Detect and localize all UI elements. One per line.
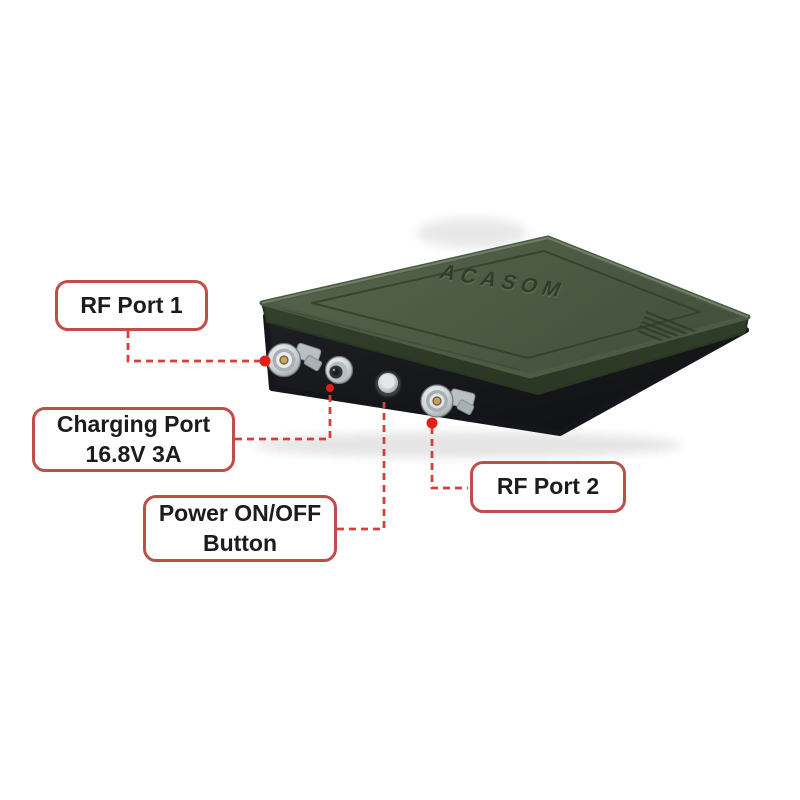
callout-charging-port-label-line1: Charging Port — [56, 411, 211, 438]
power-button — [374, 370, 402, 398]
callout-rf-port-2-label: RF Port 2 — [496, 473, 600, 500]
leader-power-button — [337, 402, 386, 531]
rf-port-1-connector — [266, 342, 323, 378]
callout-rf-port-2: RF Port 2 — [470, 461, 626, 513]
callout-charging-port: Charging Port 16.8V 3A — [32, 407, 235, 472]
callout-power-button: Power ON/OFF Button — [143, 495, 337, 562]
callout-rf-port-1: RF Port 1 — [55, 280, 208, 331]
callout-rf-port-1-label: RF Port 1 — [80, 291, 183, 318]
endpoint-dot-rf-port-2 — [426, 417, 438, 429]
callout-power-button-label-line1: Power ON/OFF — [158, 500, 322, 527]
background-smudge — [417, 218, 527, 248]
callout-power-button-label-line2: Button — [202, 529, 278, 556]
endpoint-dot-rf-port-1 — [259, 355, 271, 367]
callout-charging-port-label-line2: 16.8V 3A — [85, 440, 182, 467]
leader-rf-port-2 — [430, 427, 468, 490]
charging-port-connector — [324, 355, 354, 385]
device-shadow — [253, 432, 683, 458]
leader-rf-port-1 — [126, 331, 260, 363]
endpoint-dot-charging-port — [326, 384, 334, 392]
lid-edge-highlight — [261, 236, 749, 318]
leader-lines — [126, 331, 468, 531]
rf-port-2-connector — [420, 384, 476, 418]
lid-front-groove — [283, 309, 521, 371]
lid-groove — [311, 250, 701, 359]
